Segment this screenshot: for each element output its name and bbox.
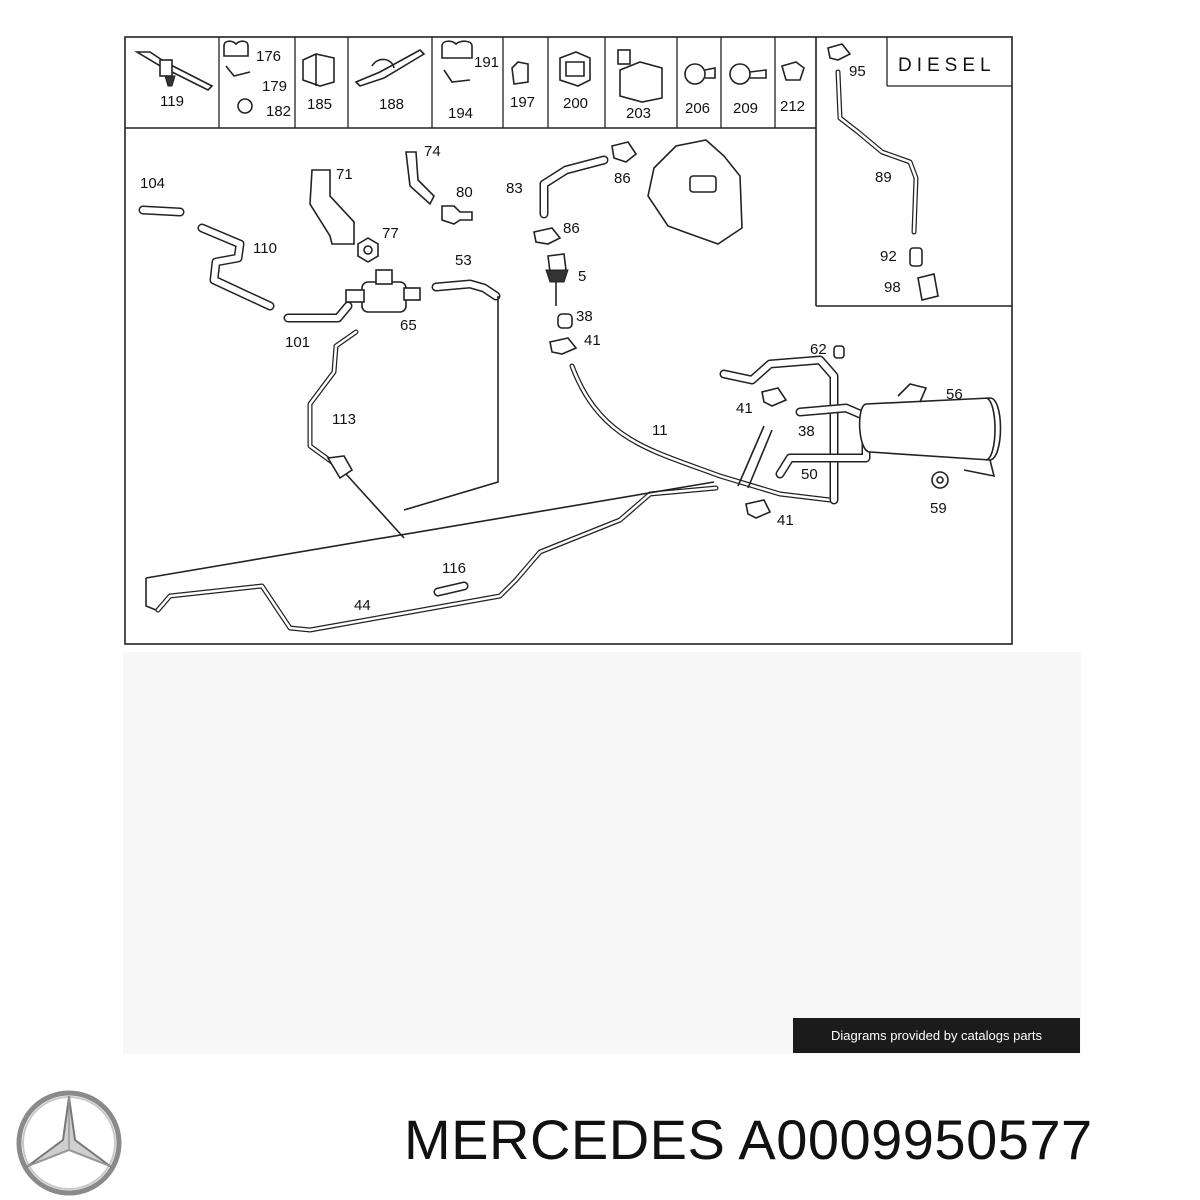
bracket-71 xyxy=(309,169,355,245)
line-53-down xyxy=(403,296,499,511)
mount-bracket-icon xyxy=(617,49,663,103)
sleeve-62 xyxy=(833,345,845,359)
callout-101: 101 xyxy=(285,334,310,351)
line-11 xyxy=(569,363,833,503)
callout-71: 71 xyxy=(336,166,353,183)
sleeve-92 xyxy=(909,247,923,267)
callout-110: 110 xyxy=(253,240,277,257)
line-44 xyxy=(145,481,719,633)
callout-113: 113 xyxy=(332,411,356,428)
hose-116 xyxy=(433,581,469,597)
callout-116: 116 xyxy=(442,560,466,577)
callout-104: 104 xyxy=(140,175,165,192)
hose-110 xyxy=(197,223,275,311)
hose-connector-icon xyxy=(684,63,716,85)
callout-5: 5 xyxy=(578,268,586,285)
bracket-clip-icon xyxy=(302,53,335,87)
callout-65: 65 xyxy=(400,317,417,334)
tank-shield xyxy=(647,139,743,245)
callout-38a: 38 xyxy=(576,308,593,325)
callout-92: 92 xyxy=(880,248,897,265)
clamp-86-top xyxy=(611,141,638,163)
hose-62-line xyxy=(719,355,839,505)
label-209: 209 xyxy=(733,100,758,117)
cap-98 xyxy=(917,273,939,301)
sleeve-38-top xyxy=(557,313,573,329)
bracket-icon xyxy=(559,51,591,87)
valve-5 xyxy=(545,253,569,306)
label-191: 191 xyxy=(474,54,499,71)
retainer-clip-icon xyxy=(781,61,805,81)
callout-89: 89 xyxy=(875,169,892,186)
label-203: 203 xyxy=(626,105,651,122)
label-182: 182 xyxy=(266,103,291,120)
callout-80: 80 xyxy=(456,184,473,201)
clamp-41-bottom xyxy=(745,499,772,519)
mercedes-star-logo xyxy=(16,1090,122,1196)
callout-59: 59 xyxy=(930,500,947,517)
callout-74: 74 xyxy=(424,143,441,160)
grommet-59 xyxy=(931,471,949,489)
callout-44: 44 xyxy=(354,597,371,614)
callout-11: 11 xyxy=(652,422,668,439)
label-119: 119 xyxy=(160,93,184,110)
callout-56: 56 xyxy=(946,386,963,403)
callout-41c: 41 xyxy=(777,512,794,529)
hose-50 xyxy=(775,429,871,479)
label-176: 176 xyxy=(256,48,281,65)
bracket-74 xyxy=(405,151,435,206)
hose-83 xyxy=(539,155,609,219)
callout-77: 77 xyxy=(382,225,399,242)
strap-icon xyxy=(354,49,426,87)
credit-banner: Diagrams provided by catalogs parts xyxy=(793,1018,1080,1053)
clamp-86-mid xyxy=(533,227,562,245)
clamp-41-top xyxy=(549,337,578,355)
bolt-80 xyxy=(441,205,473,225)
callout-98: 98 xyxy=(884,279,901,296)
pipe-side xyxy=(737,425,773,489)
hose-38-right xyxy=(795,403,865,419)
clip-icon xyxy=(223,40,253,114)
label-194: 194 xyxy=(448,105,473,122)
hose-clip-icon xyxy=(511,61,529,85)
label-212: 212 xyxy=(780,98,805,115)
callout-38b: 38 xyxy=(798,423,815,440)
cable-tie-icon xyxy=(134,51,214,91)
valve-connector-icon xyxy=(729,63,767,85)
callout-86a: 86 xyxy=(614,170,631,187)
label-197: 197 xyxy=(510,94,535,111)
valve-65 xyxy=(345,269,421,313)
hose-53 xyxy=(431,279,501,301)
clip-95 xyxy=(827,43,852,61)
callout-95: 95 xyxy=(849,63,866,80)
callout-50: 50 xyxy=(801,466,818,483)
label-179: 179 xyxy=(262,78,287,95)
callout-86b: 86 xyxy=(563,220,580,237)
line-113 xyxy=(307,329,405,539)
line-89 xyxy=(835,69,919,235)
callout-41b: 41 xyxy=(736,400,753,417)
callout-53: 53 xyxy=(455,252,472,269)
hose-101 xyxy=(283,301,353,323)
nut-77 xyxy=(357,237,379,263)
diesel-label: DIESEL xyxy=(898,55,996,76)
label-200: 200 xyxy=(563,95,588,112)
hose-104 xyxy=(138,205,185,217)
label-188: 188 xyxy=(379,96,404,113)
callout-83: 83 xyxy=(506,180,523,197)
diagram-frame xyxy=(124,36,1013,645)
callout-41a: 41 xyxy=(584,332,601,349)
brand-part-number: MERCEDES A0009950577 xyxy=(404,1108,1093,1171)
double-clip-icon xyxy=(441,40,473,83)
label-185: 185 xyxy=(307,96,332,113)
label-206: 206 xyxy=(685,100,710,117)
clamp-41-mid xyxy=(761,387,788,407)
watermark-area xyxy=(123,652,1081,1054)
filter-56 xyxy=(858,383,1002,478)
callout-62: 62 xyxy=(810,341,827,358)
